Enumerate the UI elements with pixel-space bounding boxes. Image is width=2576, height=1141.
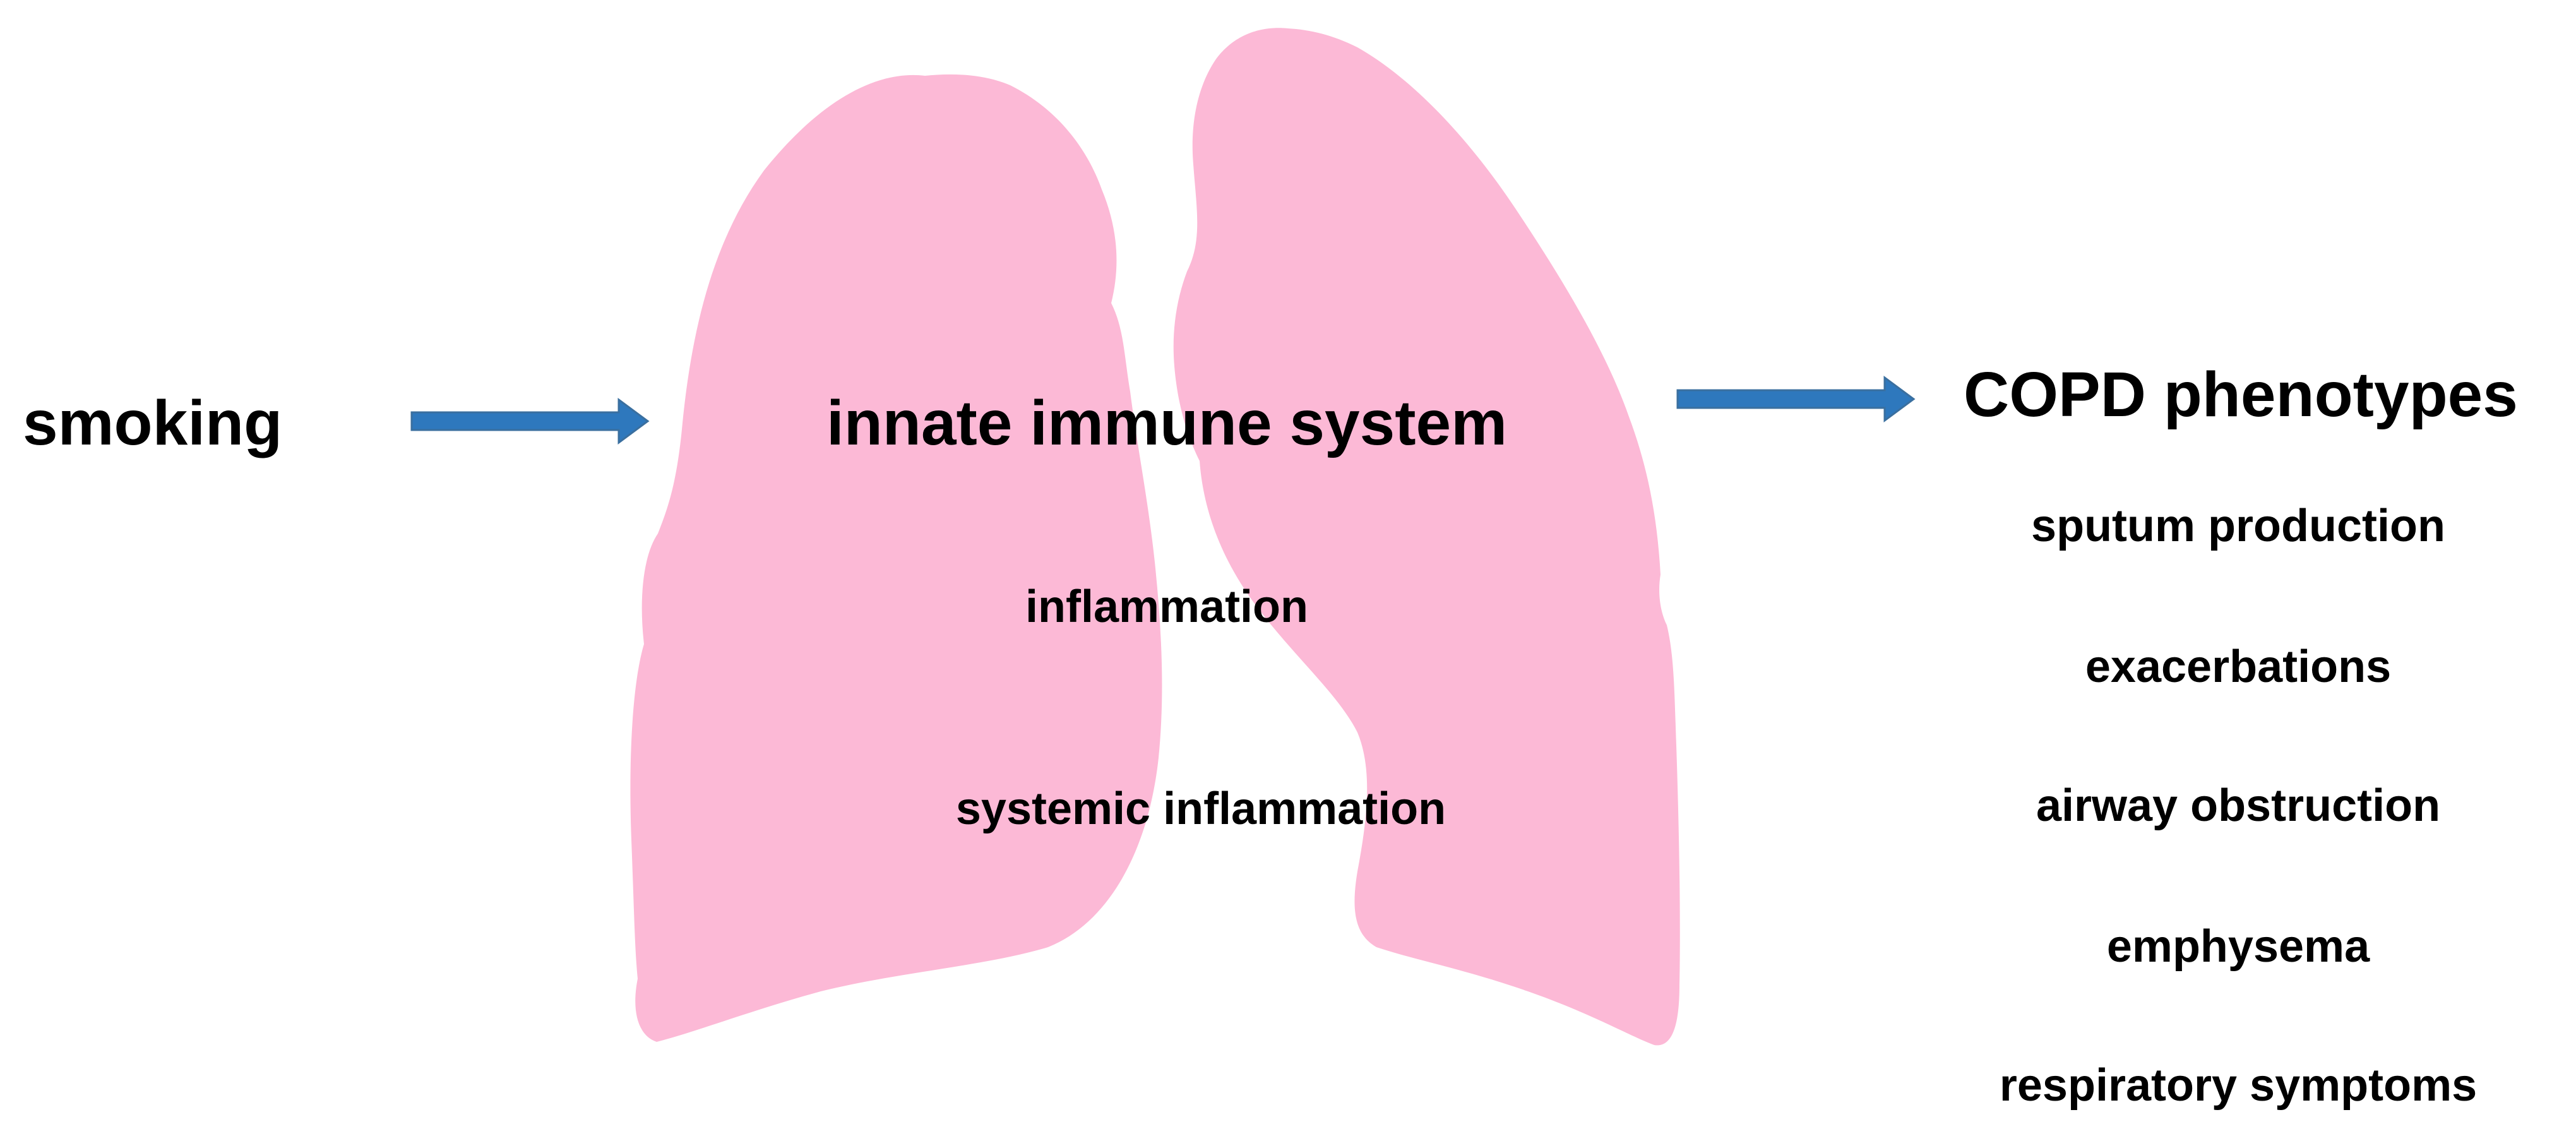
center-item-systemic-inflammation: systemic inflammation	[955, 784, 1446, 834]
outcome-item-emphysema: emphysema	[2106, 921, 2370, 972]
left-lung-shape	[630, 74, 1162, 1042]
center-title: innate immune system	[826, 388, 1508, 458]
outcome-title: COPD phenotypes	[1964, 359, 2518, 430]
right-lung-shape	[1173, 28, 1680, 1046]
outcome-item-exacerbations: exacerbations	[2085, 642, 2392, 692]
cause-label: smoking	[23, 388, 283, 458]
arrow-right-icon	[1676, 376, 1916, 422]
center-item-inflammation: inflammation	[1025, 582, 1309, 632]
arrow-right-icon	[410, 398, 650, 445]
outcome-item-sputum-production: sputum production	[2031, 501, 2445, 551]
outcome-item-airway-obstruction: airway obstruction	[2036, 780, 2441, 831]
outcome-item-respiratory-symptoms: respiratory symptoms	[1999, 1060, 2478, 1111]
